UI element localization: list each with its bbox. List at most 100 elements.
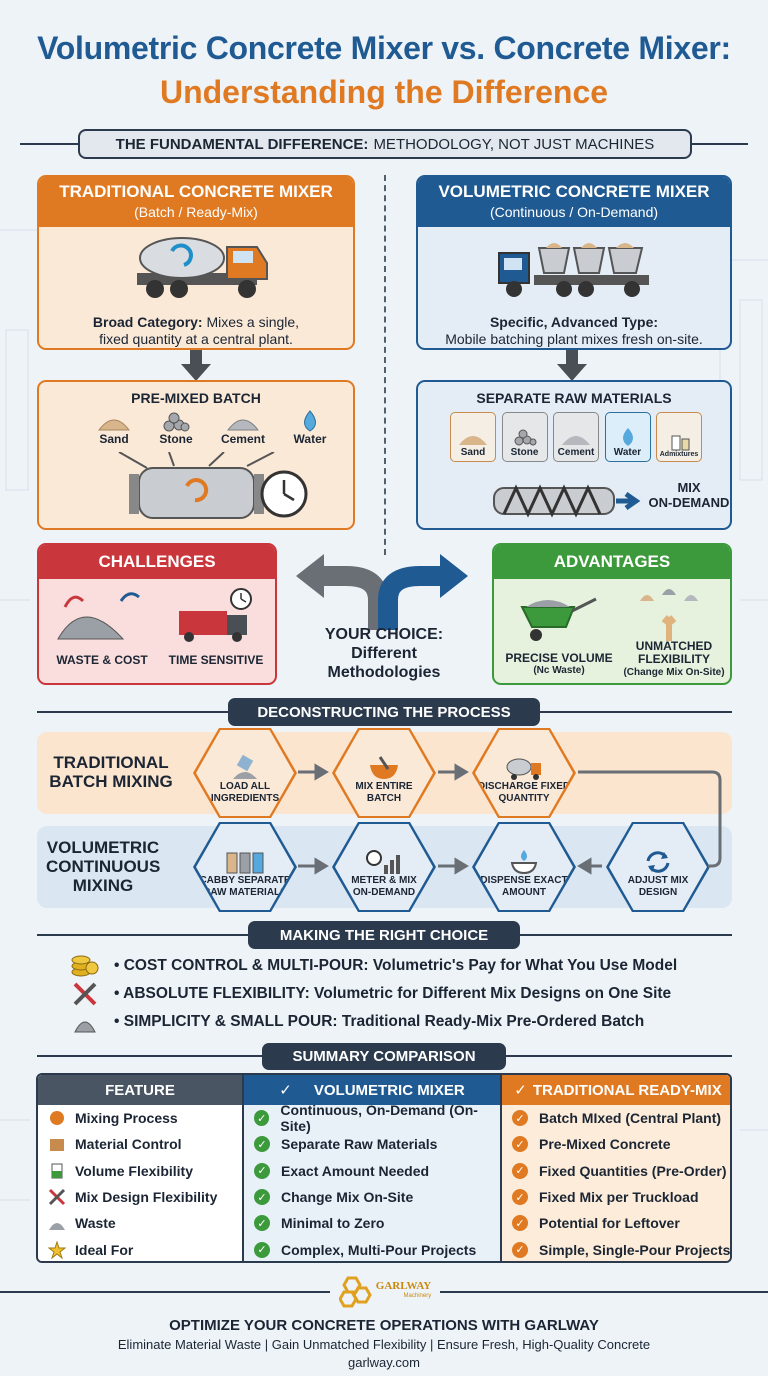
ingredient-label: Stone — [159, 432, 193, 446]
precise-volume-label: PRECISE VOLUME — [505, 651, 613, 665]
summary-title: SUMMARY COMPARISON — [262, 1043, 506, 1070]
right-choice-title: MAKING THE RIGHT CHOICE — [248, 921, 520, 949]
mixing-bowl-icon — [370, 756, 398, 779]
check-circle-icon: ✓ — [512, 1215, 528, 1232]
material-sand: Sand — [450, 412, 496, 462]
auger-icon — [493, 484, 641, 518]
check-circle-icon: ✓ — [254, 1215, 270, 1232]
mixer-truck-icon — [137, 237, 268, 298]
down-arrow-icon — [181, 350, 211, 381]
check-icon: ✓ — [279, 1082, 292, 1099]
step-load-ingredients: LOAD ALL INGREDIENTS — [193, 728, 297, 818]
table-row: ✓ Continuous, On-Demand (On-Site) — [244, 1102, 500, 1135]
material-label: Stone — [510, 447, 539, 458]
feature-label: Ideal For — [75, 1241, 134, 1258]
table-row: ✓ Exact Amount Needed — [244, 1158, 500, 1184]
tools-icon — [48, 1188, 66, 1206]
volumetric-value: Complex, Multi-Pour Projects — [281, 1241, 477, 1258]
step-label-2: BATCH — [366, 793, 402, 804]
ingredient-stone: Stone — [159, 410, 193, 446]
table-row: Waste — [38, 1210, 242, 1236]
step-mix-batch: MIX ENTIRE BATCH — [332, 728, 436, 818]
pile-icon — [49, 1223, 65, 1231]
step-label-2: DESIGN — [638, 887, 678, 898]
volumetric-subtitle: (Continuous / On-Demand) — [489, 204, 659, 220]
material-stone: Stone — [501, 412, 548, 462]
mixer-icon — [50, 1111, 64, 1126]
traditional-value: Fixed Mix per Truckload — [539, 1189, 699, 1206]
dispense-icon — [510, 850, 538, 875]
volumetric-process-label-1: VOLUMETRIC — [46, 838, 160, 857]
step-label-1: DISCHARGE FIXED — [477, 781, 571, 792]
check-circle-icon: ✓ — [254, 1241, 270, 1258]
step-label-2: INGREDIENTS — [210, 793, 280, 804]
traditional-subtitle: (Batch / Ready-Mix) — [134, 204, 258, 220]
volumetric-process-label-3: MIXING — [72, 876, 134, 895]
traditional-header: ✓TRADITIONAL READY-MIX — [502, 1075, 730, 1105]
table-row: Volume Flexibility — [38, 1158, 242, 1184]
mixer-truck-icon — [506, 758, 541, 780]
process-section-title: DECONSTRUCTING THE PROCESS — [228, 698, 540, 726]
advantages-title: ADVANTAGES — [494, 545, 730, 579]
garlway-logo[interactable]: GARLWAY Machinery — [330, 1271, 440, 1311]
volumetric-truck-icon — [498, 243, 649, 297]
sand-pile-icon — [97, 419, 131, 431]
feature-label: Mixing Process — [75, 1110, 178, 1127]
step-dispense: DISPENSE EXACT AMOUNT — [472, 822, 576, 912]
bottle-icon — [671, 435, 690, 451]
check-circle-icon: ✓ — [254, 1162, 270, 1179]
footer-benefits: Eliminate Material Waste | Gain Unmatche… — [117, 1337, 651, 1352]
step-label-1: CABBY SEPARATE — [199, 875, 291, 886]
check-circle-icon: ✓ — [254, 1189, 270, 1206]
step-label-1: DISPENSE EXACT — [480, 875, 568, 886]
volumetric-process-label-2: CONTINUOUS — [46, 857, 161, 876]
volumetric-value: Exact Amount Needed — [281, 1162, 430, 1179]
check-circle-icon: ✓ — [254, 1136, 270, 1153]
raw-materials-panel: SEPARATE RAW MATERIALS Sand Stone Cement… — [416, 380, 732, 530]
ingredient-sand: Sand — [97, 410, 131, 446]
volumetric-value: Continuous, On-Demand (On-Site) — [280, 1102, 478, 1135]
material-water: Water — [604, 412, 651, 462]
table-row: ✓ Minimal to Zero — [244, 1210, 500, 1236]
feature-column: FEATURE Mixing Process Material Control … — [38, 1075, 242, 1261]
traditional-process-label: TRADITIONAL BATCH MIXING — [46, 753, 176, 791]
volumetric-process-label: VOLUMETRIC CONTINUOUS MIXING — [46, 838, 160, 895]
traditional-header: TRADITIONAL CONCRETE MIXER (Batch / Read… — [39, 177, 353, 227]
stone-pile-icon — [163, 412, 190, 432]
advantages-card: ADVANTAGES PRECISE VOLUME (Nc Waste) UNM… — [492, 543, 732, 685]
time-sensitive-label: TIME SENSITIVE — [168, 653, 264, 667]
step-label-1: LOAD ALL — [219, 781, 271, 792]
page-title: Volumetric Concrete Mixer vs. Concrete M… — [37, 30, 731, 66]
volumetric-desc-bold: Specific, Advanced Type: — [489, 314, 659, 330]
table-row: ✓Potential for Leftover — [502, 1210, 730, 1236]
mixing-drum-icon — [118, 452, 308, 519]
check-circle-icon: ✓ — [254, 1110, 270, 1127]
divider — [0, 1291, 330, 1293]
footer-website-link[interactable]: garlway.com — [347, 1355, 420, 1370]
your-choice: YOUR CHOICE: Different Methodologies — [318, 625, 450, 682]
flexibility-label-2: FLEXIBILITY — [638, 652, 710, 666]
star-icon — [48, 1240, 66, 1259]
step-meter-mix: METER & MIX ON-DEMAND — [332, 822, 436, 912]
table-row: Mixing Process — [38, 1105, 242, 1131]
step-label-2: ON-DEMAND — [352, 887, 416, 898]
material-admixtures: Admixtures — [656, 412, 702, 462]
fork-arrows-icon — [296, 554, 468, 630]
bins-icon — [226, 852, 264, 874]
table-row: ✓Batch MIxed (Central Plant) — [502, 1105, 730, 1131]
flexibility-label-1: UNMATCHED — [635, 639, 713, 653]
cement-pile-icon — [74, 1021, 96, 1033]
logo-name: GARLWAY — [375, 1280, 432, 1292]
volumetric-value: Minimal to Zero — [281, 1215, 385, 1232]
traditional-value: Simple, Single-Pour Projects — [539, 1241, 731, 1258]
traditional-desc-rest: Mixes a single, — [202, 314, 300, 330]
feature-header: FEATURE — [38, 1075, 242, 1105]
step-label-2: RAW MATERIALS — [203, 887, 287, 898]
choice-item-text: • COST CONTROL & MULTI-POUR: Volumetric'… — [114, 957, 678, 974]
unmatched-flexibility: UNMATCHED FLEXIBILITY (Change Mix On-Sit… — [616, 639, 730, 679]
hexagon-logo-icon — [338, 1276, 372, 1308]
pre-mixed-batch-title: PRE-MIXED BATCH — [131, 390, 261, 406]
step-label-1: METER & MIX — [351, 875, 417, 886]
cement-pile-icon — [562, 436, 590, 445]
